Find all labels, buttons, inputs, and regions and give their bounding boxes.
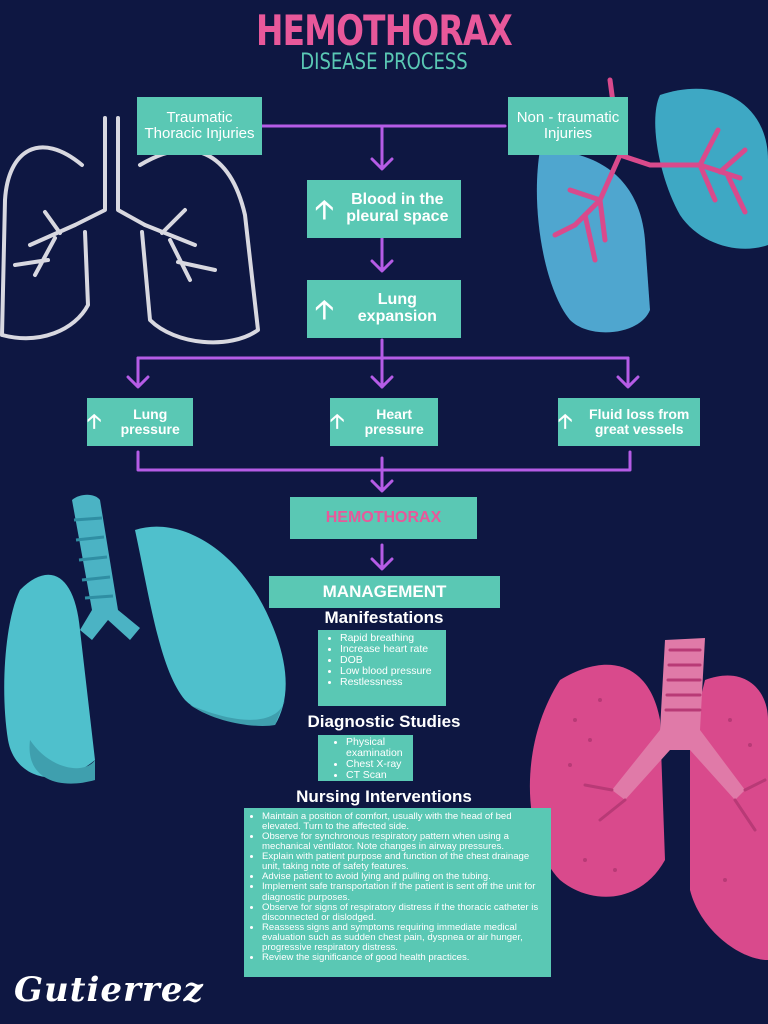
node-lung-pressure: 🡡 Lung pressure: [87, 398, 193, 446]
node-non-traumatic-injuries: Non - traumatic Injuries: [508, 97, 628, 155]
list-item: Physical examination: [346, 736, 409, 759]
node-hemothorax: HEMOTHORAX: [290, 497, 477, 539]
up-arrow-icon: 🡡: [315, 294, 334, 324]
up-arrow-icon: 🡡: [315, 194, 334, 224]
page-title: HEMOTHORAX: [256, 6, 513, 55]
flow-connectors: [126, 124, 640, 571]
list-item: CT Scan: [346, 770, 409, 781]
interventions-heading: Nursing Interventions: [296, 787, 472, 806]
up-arrow-icon: 🡡: [558, 411, 573, 433]
node-label: Non - traumatic Injuries: [516, 109, 620, 142]
list-item: Review the significance of good health p…: [262, 952, 545, 963]
node-fluid-loss: 🡡 Fluid loss from great vessels: [558, 398, 700, 446]
diagnostics-heading: Diagnostic Studies: [307, 712, 461, 731]
node-label: HEMOTHORAX: [325, 508, 442, 526]
diagnostics-list: Physical examinationChest X-rayCT Scan: [318, 735, 413, 781]
intervention-items: Maintain a position of comfort, usually …: [250, 811, 545, 963]
list-item: Rapid breathing: [340, 632, 442, 644]
node-blood-in-pleural-space: 🡡 Blood in the pleural space: [307, 180, 461, 238]
list-item: Reassess signs and symptoms requiring im…: [262, 922, 545, 953]
list-item: Restlessness: [340, 677, 442, 688]
node-traumatic-injuries: Traumatic Thoracic Injuries: [137, 97, 262, 155]
up-arrow-icon: 🡡: [330, 411, 345, 433]
node-label: Heart pressure: [364, 406, 424, 437]
page-subtitle: DISEASE PROCESS: [300, 50, 468, 75]
teal-lungs-icon: [4, 494, 286, 784]
list-item: Implement safe transportation if the pat…: [262, 882, 545, 902]
manifestations-list: Rapid breathingIncrease heart rateDOBLow…: [318, 630, 446, 706]
list-item: Advise patient to avoid lying and pullin…: [262, 872, 545, 882]
list-item: Increase heart rate: [340, 643, 442, 655]
node-management: MANAGEMENT: [269, 576, 500, 608]
list-item: Chest X-ray: [346, 759, 409, 770]
node-label: Lung pressure: [120, 406, 180, 437]
node-label: Lung expansion: [357, 291, 437, 325]
manifestations-items: Rapid breathingIncrease heart rateDOBLow…: [328, 632, 442, 688]
node-label: Fluid loss from great vessels: [589, 406, 690, 437]
node-label: Blood in the pleural space: [346, 191, 449, 225]
list-item: Observe for signs of respiratory distres…: [262, 902, 545, 923]
node-heart-pressure: 🡡 Heart pressure: [330, 398, 438, 446]
interventions-list: Maintain a position of comfort, usually …: [244, 808, 551, 977]
pink-lungs-icon: [529, 638, 768, 960]
up-arrow-icon: 🡡: [87, 411, 102, 433]
node-label: MANAGEMENT: [322, 582, 447, 602]
list-item: DOB: [340, 655, 442, 666]
node-label: Traumatic Thoracic Injuries: [144, 109, 255, 142]
list-item: Low blood pressure: [340, 666, 442, 677]
list-item: Observe for synchronous respiratory patt…: [262, 832, 545, 852]
manifestations-heading: Manifestations: [324, 608, 444, 627]
node-lung-expansion: 🡡 Lung expansion: [307, 280, 461, 338]
list-item: Maintain a position of comfort, usually …: [262, 811, 545, 832]
list-item: Explain with patient purpose and functio…: [262, 852, 545, 872]
diagnostic-items: Physical examinationChest X-rayCT Scan: [334, 736, 409, 781]
author-signature: Gutierrez: [14, 970, 204, 1010]
